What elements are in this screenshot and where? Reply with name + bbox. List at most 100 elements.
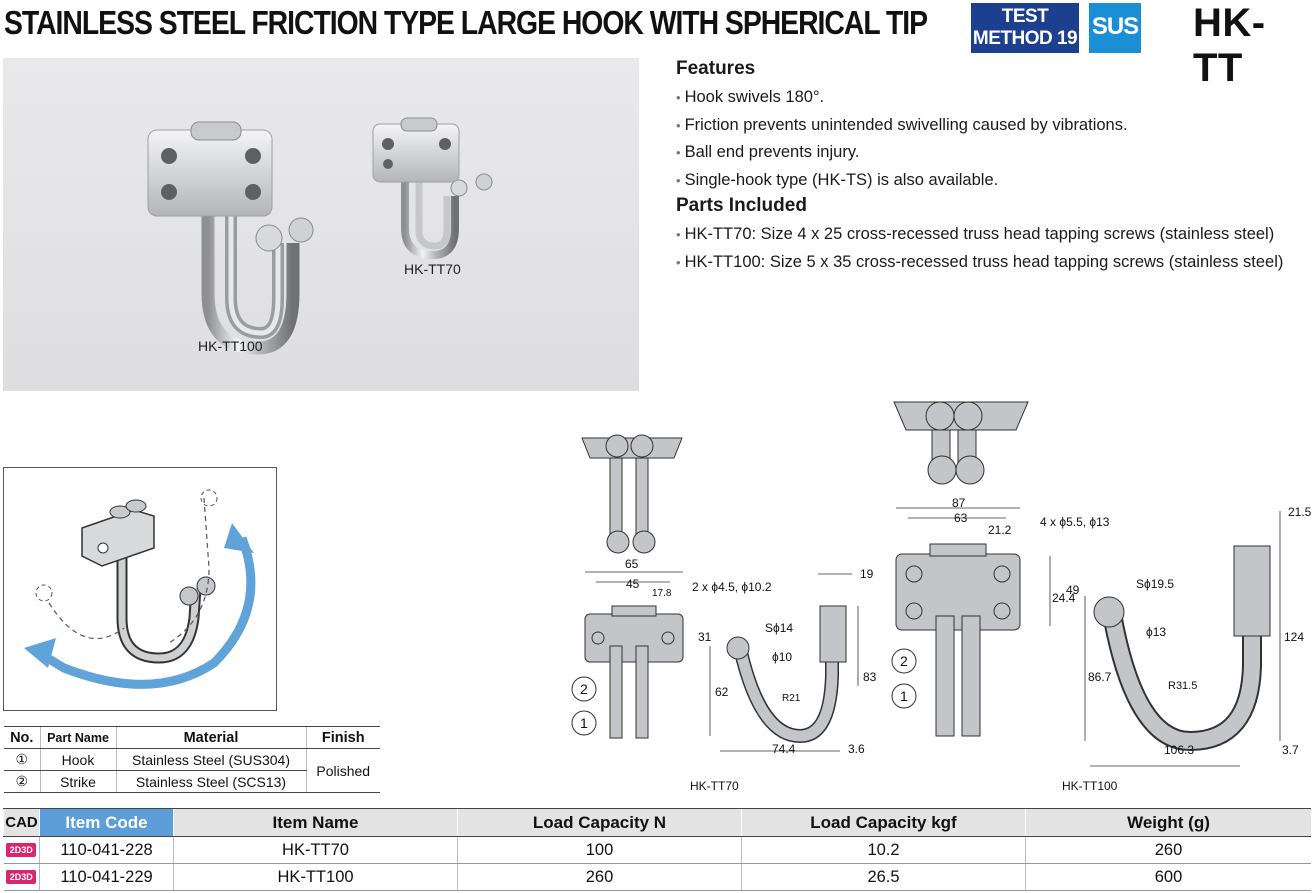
svg-text:3.7: 3.7 — [1282, 743, 1299, 757]
part-material: Stainless Steel (SCS13) — [115, 770, 306, 793]
svg-text:ϕ13: ϕ13 — [1146, 625, 1166, 639]
features-section: Features Hook swivels 180°. Friction pre… — [676, 58, 1306, 276]
svg-text:R21: R21 — [782, 693, 801, 704]
parts-included-item: HK-TT70: Size 4 x 25 cross-recessed trus… — [676, 221, 1306, 249]
svg-text:31: 31 — [698, 630, 712, 644]
arrow-head-left-icon — [24, 638, 56, 668]
svg-text:49: 49 — [1066, 583, 1080, 597]
parts-col-finish: Finish — [305, 726, 380, 749]
svg-text:19: 19 — [860, 567, 874, 581]
swivel-illustration — [24, 489, 256, 689]
callout-1: 1 — [580, 715, 588, 731]
svg-text:HK-TT100: HK-TT100 — [1062, 779, 1118, 793]
series-code: HK-TT — [1193, 1, 1266, 90]
parts-col-name: Part Name — [39, 726, 116, 749]
item-name: HK-TT70 — [173, 836, 458, 864]
swivel-arrow — [41, 536, 256, 689]
product-photo: HK-TT100 HK-TT70 — [3, 58, 639, 391]
svg-text:Sϕ19.5: Sϕ19.5 — [1136, 577, 1174, 591]
parts-col-material: Material — [115, 726, 306, 749]
hook-small-photo — [372, 117, 493, 260]
hook-large-photo — [147, 121, 314, 355]
svg-text:Sϕ14: Sϕ14 — [765, 621, 793, 635]
features-list: Hook swivels 180°. Friction prevents uni… — [676, 84, 1306, 194]
part-finish: Polished — [305, 748, 380, 793]
parts-col-no: No. — [4, 726, 40, 749]
cad-2d3d-icon[interactable]: 2D3D — [6, 870, 37, 885]
table-row: ① Hook Stainless Steel (SUS304) Polished — [4, 748, 380, 793]
photo-label-large: HK-TT100 — [198, 338, 263, 354]
feature-item: Single-hook type (HK-TS) is also availab… — [676, 167, 1306, 195]
part-material: Stainless Steel (SUS304) — [115, 748, 306, 771]
swivel-diagram — [3, 467, 277, 711]
col-weight: Weight (g) — [1025, 808, 1311, 837]
hook-photo-illustration — [147, 117, 493, 355]
test-method-badge: TEST METHOD 19 — [971, 3, 1079, 53]
svg-text:3.6: 3.6 — [848, 742, 865, 756]
table-row: ② Strike Stainless Steel (SCS13) — [4, 770, 380, 793]
svg-text:45: 45 — [626, 577, 640, 591]
parts-table: No. Part Name Material Finish ① Hook Sta… — [4, 726, 380, 793]
feature-item: Friction prevents unintended swivelling … — [676, 112, 1306, 140]
col-load-kgf: Load Capacity kgf — [741, 808, 1026, 837]
svg-text:21.2: 21.2 — [988, 523, 1012, 537]
photo-label-small: HK-TT70 — [404, 261, 461, 277]
product-table: CAD Item Code Item Name Load Capacity N … — [3, 808, 1311, 891]
svg-text:21.5: 21.5 — [1288, 505, 1312, 519]
parts-included-list: HK-TT70: Size 4 x 25 cross-recessed trus… — [676, 221, 1306, 276]
svg-text:63: 63 — [954, 511, 968, 525]
svg-text:17.8: 17.8 — [652, 588, 672, 599]
svg-text:83: 83 — [863, 670, 877, 684]
load-n: 100 — [457, 836, 742, 864]
badge-test-line1: TEST — [1001, 6, 1049, 27]
svg-text:65: 65 — [625, 557, 639, 571]
page-title: STAINLESS STEEL FRICTION TYPE LARGE HOOK… — [4, 4, 928, 41]
feature-item: Ball end prevents injury. — [676, 139, 1306, 167]
cad-2d3d-icon[interactable]: 2D3D — [6, 843, 37, 858]
cad-download-icon[interactable]: 2D3D — [3, 836, 40, 864]
part-no: ② — [4, 770, 40, 793]
cad-download-icon[interactable]: 2D3D — [3, 863, 40, 891]
parts-included-heading: Parts Included — [676, 195, 807, 216]
svg-text:24.4: 24.4 — [1052, 591, 1076, 605]
callout-2: 2 — [580, 681, 588, 697]
features-heading: Features — [676, 58, 756, 79]
svg-text:74.4: 74.4 — [772, 742, 796, 756]
part-no: ① — [4, 748, 40, 771]
table-row[interactable]: 2D3D 110-041-229 HK-TT100 260 26.5 600 — [3, 863, 1311, 891]
col-load-n: Load Capacity N — [457, 808, 742, 837]
callout-2: 2 — [900, 653, 908, 669]
svg-text:62: 62 — [715, 685, 729, 699]
svg-text:R31.5: R31.5 — [1168, 680, 1197, 692]
svg-text:86.7: 86.7 — [1088, 670, 1112, 684]
svg-text:ϕ10: ϕ10 — [772, 650, 792, 664]
item-code[interactable]: 110-041-229 — [39, 863, 174, 891]
svg-text:87: 87 — [952, 496, 966, 510]
item-code[interactable]: 110-041-228 — [39, 836, 174, 864]
part-name: Strike — [39, 770, 116, 793]
arrow-head-right-icon — [224, 523, 254, 553]
part-name: Hook — [39, 748, 116, 771]
parts-included-item: HK-TT100: Size 5 x 35 cross-recessed tru… — [676, 249, 1306, 277]
callout-1: 1 — [900, 688, 908, 704]
load-n: 260 — [457, 863, 742, 891]
col-item-name: Item Name — [173, 808, 458, 837]
col-item-code[interactable]: Item Code — [39, 808, 174, 837]
item-name: HK-TT100 — [173, 863, 458, 891]
weight: 600 — [1025, 863, 1311, 891]
sus-badge: SUS — [1089, 3, 1141, 53]
svg-text:2 x ϕ4.5, ϕ10.2: 2 x ϕ4.5, ϕ10.2 — [692, 580, 772, 594]
svg-text:4 x ϕ5.5, ϕ13: 4 x ϕ5.5, ϕ13 — [1040, 515, 1110, 529]
load-kgf: 10.2 — [741, 836, 1026, 864]
feature-item: Hook swivels 180°. — [676, 84, 1306, 112]
weight: 260 — [1025, 836, 1311, 864]
svg-text:HK-TT70: HK-TT70 — [690, 779, 739, 793]
svg-text:106.3: 106.3 — [1164, 743, 1194, 757]
table-row[interactable]: 2D3D 110-041-228 HK-TT70 100 10.2 260 — [3, 836, 1311, 864]
badge-test-line2: METHOD 19 — [972, 28, 1078, 49]
load-kgf: 26.5 — [741, 863, 1026, 891]
svg-text:124: 124 — [1284, 630, 1304, 644]
col-cad: CAD — [3, 808, 40, 837]
